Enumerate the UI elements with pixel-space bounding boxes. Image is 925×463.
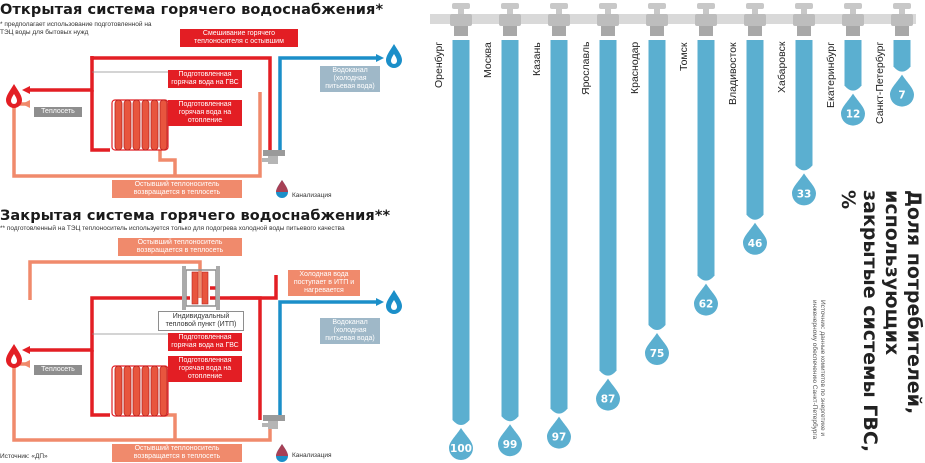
drop-3	[596, 378, 620, 411]
closed-radiator	[111, 365, 169, 417]
closed-return-top-label: Остывший теплоноситель возвращается в те…	[118, 238, 242, 256]
bar-value-label: 46	[748, 238, 763, 250]
closed-sewage-label: Канализация	[292, 452, 332, 459]
open-radiator	[111, 99, 169, 151]
open-arrows	[22, 86, 30, 108]
bar-value-label: 97	[552, 432, 567, 444]
faucet-icon	[695, 3, 717, 36]
drop-1	[498, 424, 522, 457]
bar-value-label: 87	[601, 394, 616, 406]
bar-1	[501, 40, 519, 422]
open-hot-gvs-label: Подготовленная горячая вода на ГВС	[168, 70, 242, 88]
bar-value-label: 75	[650, 348, 665, 360]
chart-pipe	[430, 14, 916, 24]
bar-value-label: 12	[846, 109, 861, 121]
faucet-icon	[793, 3, 815, 36]
closed-system-title: Закрытая система горячего водоснабжения*…	[0, 208, 391, 224]
bar-0	[452, 40, 470, 425]
drop-0	[449, 428, 473, 460]
city-label: Екатеринбург	[825, 41, 837, 108]
drop-2	[547, 416, 571, 449]
city-label: Ярославль	[580, 41, 592, 95]
schemes-svg	[6, 44, 402, 462]
city-label: Владивосток	[727, 42, 739, 105]
open-heat-network-label: Теплосеть	[34, 107, 82, 117]
open-water-drop-icon	[386, 44, 402, 68]
faucet-icon	[499, 3, 521, 36]
bar-value-label: 100	[450, 443, 472, 455]
drop-7	[792, 173, 816, 206]
open-hot-pipe	[30, 56, 272, 152]
source-label: Источник: «ДП»	[0, 453, 48, 460]
open-vodokanal-sub: (холодная питьевая вода)	[325, 75, 375, 90]
open-heat-drop-icon	[6, 84, 22, 108]
bar-4	[648, 40, 666, 330]
open-hot-heating-label: Подготовленная горячая вода на отопление	[168, 100, 242, 126]
closed-hot-gvs-label: Подготовленная горячая вода на ГВС	[168, 333, 242, 351]
faucet-icon	[891, 3, 913, 36]
itp-icon	[182, 266, 220, 310]
faucet-icon	[842, 3, 864, 36]
open-return-label: Остывший теплоноситель возвращается в те…	[112, 180, 242, 198]
drop-9	[890, 74, 914, 107]
open-vodokanal-label: Водоканал (холодная питьевая вода)	[320, 66, 380, 92]
faucet-icon	[597, 3, 619, 36]
closed-hot-pipe	[30, 275, 278, 420]
bar-7	[795, 40, 813, 171]
closed-itp-label: Индивидуальный тепловой пункт (ИТП)	[158, 311, 244, 331]
bar-value-label: 99	[503, 439, 518, 451]
closed-vodokanal-label: Водоканал (холодная питьевая вода)	[320, 318, 380, 344]
chart-source: Источник: данные комитетов по энергетике…	[811, 300, 827, 440]
open-system-note: * предполагает использование подготовлен…	[0, 21, 152, 36]
city-label: Оренбург	[433, 41, 445, 88]
closed-vodokanal-sub: (холодная питьевая вода)	[325, 327, 375, 342]
closed-vodokanal-text: Водоканал	[332, 319, 368, 326]
closed-heat-network-label: Теплосеть	[34, 365, 82, 375]
open-vodokanal-text: Водоканал	[332, 67, 368, 74]
chart-title: Доля потребителей, использующих закрытые…	[837, 190, 925, 453]
city-label: Санкт-Петербург	[874, 41, 886, 124]
closed-faucet-icon	[262, 415, 285, 429]
city-label: Томск	[678, 42, 690, 72]
city-label: Казань	[531, 42, 543, 76]
faucet-icon	[450, 3, 472, 36]
closed-system-note: ** подготовленный на ТЭЦ теплоноситель и…	[0, 225, 345, 232]
drop-8	[841, 93, 865, 126]
open-system-title: Открытая система горячего водоснабжения*	[0, 2, 384, 18]
city-label: Хабаровск	[776, 41, 788, 93]
bar-value-label: 7	[898, 90, 905, 102]
drop-6	[743, 222, 767, 255]
drop-5	[694, 283, 718, 316]
closed-cold-pipe	[278, 300, 378, 420]
faucet-icon	[646, 3, 668, 36]
bar-6	[746, 40, 764, 220]
bar-value-label: 33	[797, 188, 812, 200]
faucet-icon	[548, 3, 570, 36]
bar-2	[550, 40, 568, 414]
city-label: Краснодар	[629, 41, 641, 94]
bar-8	[844, 40, 862, 91]
open-sewage-drop-icon	[276, 180, 288, 198]
closed-return-bottom-label: Остывший теплоноситель возвращается в те…	[112, 444, 242, 462]
open-faucet-icon	[262, 150, 285, 164]
drop-4	[645, 333, 669, 365]
closed-heat-drop-icon	[6, 344, 22, 368]
faucet-icon	[744, 3, 766, 36]
bar-value-label: 62	[699, 299, 714, 311]
bar-9	[893, 40, 911, 72]
closed-sewage-drop-icon	[276, 444, 288, 462]
bar-3	[599, 40, 617, 376]
closed-hot-heating-label: Подготовленная горячая вода на отопление	[168, 356, 242, 382]
closed-cold-water-label: Холодная вода поступает в ИТП и нагревае…	[288, 270, 360, 296]
open-mixing-label: Смешивание горячего теплоносителя с осты…	[180, 29, 298, 47]
closed-water-drop-icon	[386, 290, 402, 314]
open-cold-pipe	[278, 56, 378, 150]
bar-5	[697, 40, 715, 281]
city-label: Москва	[482, 42, 494, 78]
open-sewage-label: Канализация	[292, 192, 332, 199]
